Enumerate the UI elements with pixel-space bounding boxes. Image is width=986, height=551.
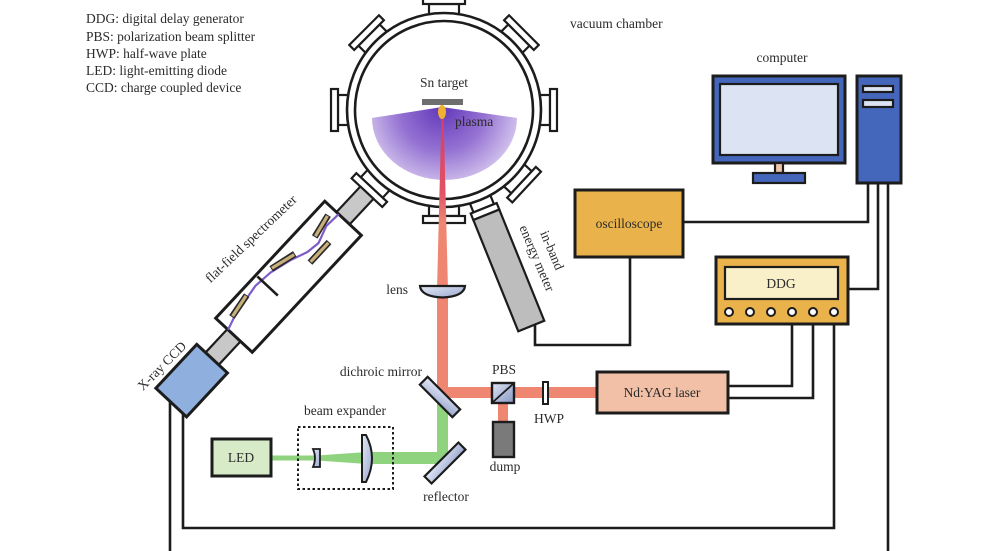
- beam-dump: [491, 420, 516, 459]
- legend-item-hwp: HWP: half-wave plate: [86, 46, 207, 61]
- dichroic-mirror: [418, 375, 462, 419]
- legend-item-led: LED: light-emitting diode: [86, 63, 227, 78]
- concave-lens: [311, 448, 321, 468]
- laser-beam-vertical-lower: [437, 290, 448, 393]
- reflector-mirror: [422, 440, 468, 486]
- signal-cables: [168, 183, 890, 551]
- oscilloscope: [573, 188, 685, 259]
- monitor-screen: [718, 82, 840, 157]
- label-dump: dump: [490, 459, 521, 474]
- drive-bay-1: [861, 84, 895, 94]
- xray-ccd-camera: [153, 342, 230, 419]
- beam-expander: [297, 426, 394, 490]
- spectrometer-assembly: [153, 167, 392, 419]
- label-led: LED: [228, 450, 254, 465]
- focusing-lens: [418, 284, 467, 299]
- spectrometer-grating: [269, 251, 297, 272]
- monitor-stand: [751, 171, 807, 185]
- beam-expander-housing: [297, 426, 394, 490]
- chamber-port-upper-left: [347, 13, 389, 55]
- cable-oscilloscope-computer: [683, 183, 870, 224]
- label-laser: Nd:YAG laser: [624, 385, 701, 400]
- convex-lens: [361, 434, 373, 483]
- label-vacuum-chamber: vacuum chamber: [570, 16, 663, 31]
- energy-meter-body: [471, 208, 546, 333]
- cable-oscilloscope-energy-meter: [533, 257, 632, 347]
- nd-yag-laser: [595, 370, 730, 415]
- label-computer: computer: [757, 50, 808, 65]
- laser-beam-horizontal: [437, 387, 597, 398]
- flat-field-spectrometer-box: [213, 199, 364, 355]
- led-beam-vertical: [437, 398, 448, 464]
- polarization-beam-splitter: [490, 381, 516, 405]
- label-hwp: HWP: [534, 411, 564, 426]
- digital-delay-generator: [714, 255, 850, 326]
- label-plasma: plasma: [455, 114, 493, 129]
- led-beam-narrow: [271, 455, 317, 461]
- spectrometer-mirror-2: [307, 239, 332, 265]
- label-dichroic-mirror: dichroic mirror: [340, 364, 423, 379]
- cable-ddg-laser-2: [728, 316, 815, 400]
- chamber-port-upper-right: [499, 13, 541, 55]
- led-source: [210, 437, 273, 478]
- abbreviation-legend: DDG: digital delay generator PBS: polari…: [86, 11, 256, 95]
- ddg-channel-4: [787, 307, 797, 317]
- cable-ddg-laser-1: [728, 316, 794, 388]
- label-pbs: PBS: [492, 362, 516, 377]
- label-oscilloscope: oscilloscope: [596, 216, 663, 231]
- computer-tower: [855, 74, 903, 185]
- led-beam-path: [271, 398, 448, 464]
- monitor-neck: [773, 161, 785, 175]
- ddg-display: [723, 265, 840, 301]
- pbs-diagonal: [492, 383, 514, 403]
- label-beam-expander: beam expander: [304, 403, 387, 418]
- ddg-channel-3: [766, 307, 776, 317]
- plasma-plume: [372, 107, 517, 180]
- plasma-core: [438, 105, 446, 119]
- laser-beam-focused: [437, 113, 448, 290]
- ddg-channel-1: [724, 307, 734, 317]
- led-beam-expanding: [317, 452, 367, 464]
- led-beam-expanded: [367, 452, 448, 464]
- ddg-channel-5: [808, 307, 818, 317]
- cable-ddg-ccd: [181, 316, 836, 530]
- laser-beam-path: [437, 113, 597, 423]
- legend-item-ddg: DDG: digital delay generator: [86, 11, 244, 26]
- sn-target: [422, 99, 463, 105]
- cable-computer-ddg: [848, 183, 880, 291]
- legend-item-ccd: CCD: charge coupled device: [86, 80, 241, 95]
- spectrometer-slit: [256, 275, 279, 297]
- drive-bay-2: [861, 98, 895, 109]
- ddg-channel-6: [829, 307, 839, 317]
- computer: [711, 74, 903, 185]
- ddg-channel-2: [745, 307, 755, 317]
- label-sn-target: Sn target: [420, 75, 468, 90]
- label-ddg: DDG: [766, 276, 795, 291]
- label-lens: lens: [386, 282, 408, 297]
- spectrometer-mirror-3: [229, 293, 250, 319]
- spectrometer-mirror-1: [311, 213, 331, 239]
- legend-item-pbs: PBS: polarization beam splitter: [86, 29, 256, 44]
- laser-beam-to-dump: [498, 403, 508, 423]
- label-reflector: reflector: [423, 489, 469, 504]
- half-wave-plate: [542, 381, 549, 405]
